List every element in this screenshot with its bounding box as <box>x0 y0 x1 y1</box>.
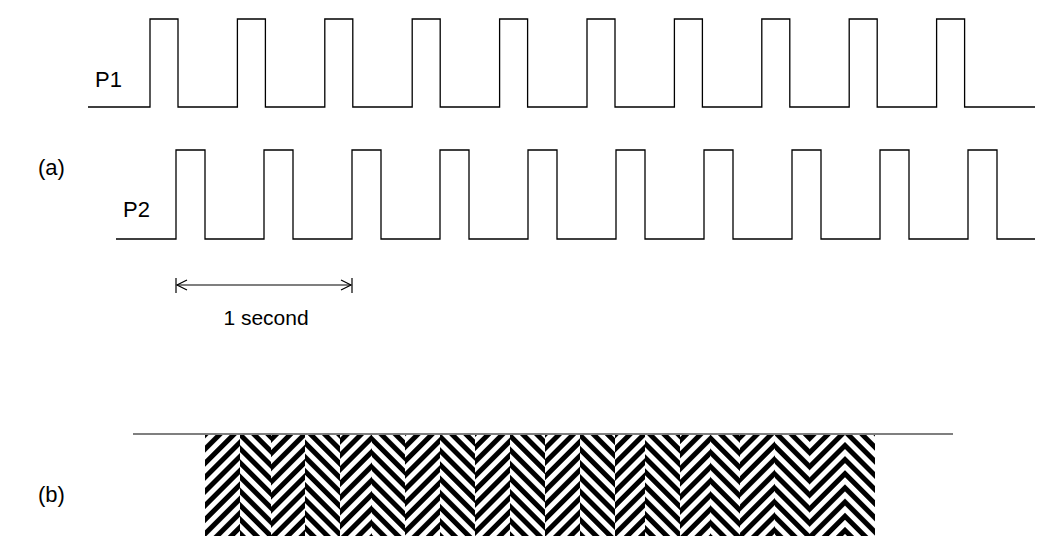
signal-name: P1 <box>95 68 122 92</box>
herringbone-band <box>645 435 680 536</box>
arrowhead <box>177 280 187 290</box>
herringbone-band <box>405 435 440 536</box>
herringbone-band <box>305 435 340 536</box>
herringbone-band <box>775 435 810 536</box>
herringbone-band <box>740 435 775 536</box>
herringbone-band <box>545 435 580 536</box>
herringbone-band <box>475 435 510 536</box>
panel-label: (a) <box>38 156 65 180</box>
herringbone-band <box>810 435 845 536</box>
pulse-waveform <box>116 150 1035 239</box>
time-scale-arrow <box>176 278 352 293</box>
herringbone-band <box>680 435 710 536</box>
arrowhead <box>341 280 351 290</box>
top-line <box>133 433 953 434</box>
herringbone-band <box>710 435 740 536</box>
signal-name: P2 <box>123 198 150 222</box>
herringbone-band <box>205 435 240 536</box>
herringbone-band <box>271 435 305 536</box>
tick <box>175 278 176 293</box>
tick <box>351 278 352 293</box>
herringbone-band <box>240 435 271 536</box>
herringbone-band <box>440 435 475 536</box>
panel-label: (b) <box>38 483 65 507</box>
herringbone-band <box>340 435 372 536</box>
herringbone-band <box>372 435 405 536</box>
herringbone-band <box>615 435 645 536</box>
pulse-waveform <box>88 19 1035 107</box>
dimension-line <box>177 284 351 285</box>
herringbone-band <box>845 435 875 536</box>
herringbone-band <box>580 435 615 536</box>
dimension-label: 1 second <box>223 306 308 329</box>
herringbone-band <box>510 435 545 536</box>
